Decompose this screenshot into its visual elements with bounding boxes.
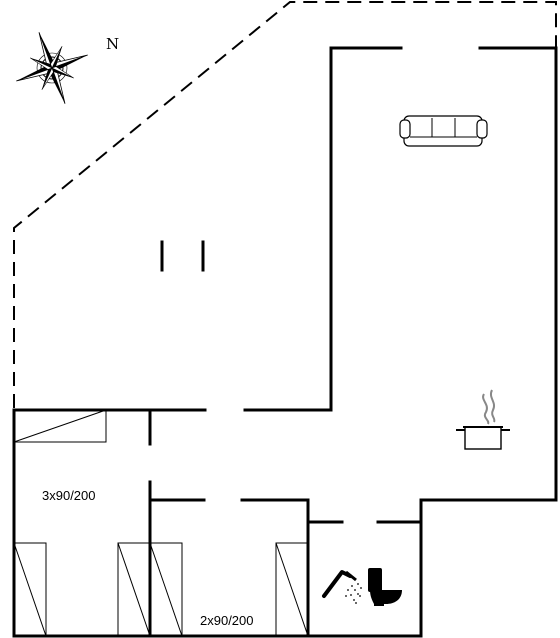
- bed-right-2: [275, 542, 309, 637]
- bed-left-2: [117, 542, 151, 637]
- toilet-icon: [368, 568, 402, 606]
- shower-icon: [322, 570, 362, 604]
- sofa-icon: [399, 115, 488, 147]
- bed-left-1: [13, 542, 47, 637]
- compass-rose-icon: [16, 32, 88, 104]
- bedroom-left-label: 3x90/200: [42, 488, 96, 503]
- cooking-pot-icon: [456, 389, 510, 450]
- door-markers: [160, 240, 205, 272]
- compass-north-label: N: [106, 35, 119, 53]
- bunk-bed: [13, 409, 107, 443]
- bed-right-1: [149, 542, 183, 637]
- terrace-outline: [13, 1, 557, 408]
- bedroom-right-label: 2x90/200: [200, 613, 254, 628]
